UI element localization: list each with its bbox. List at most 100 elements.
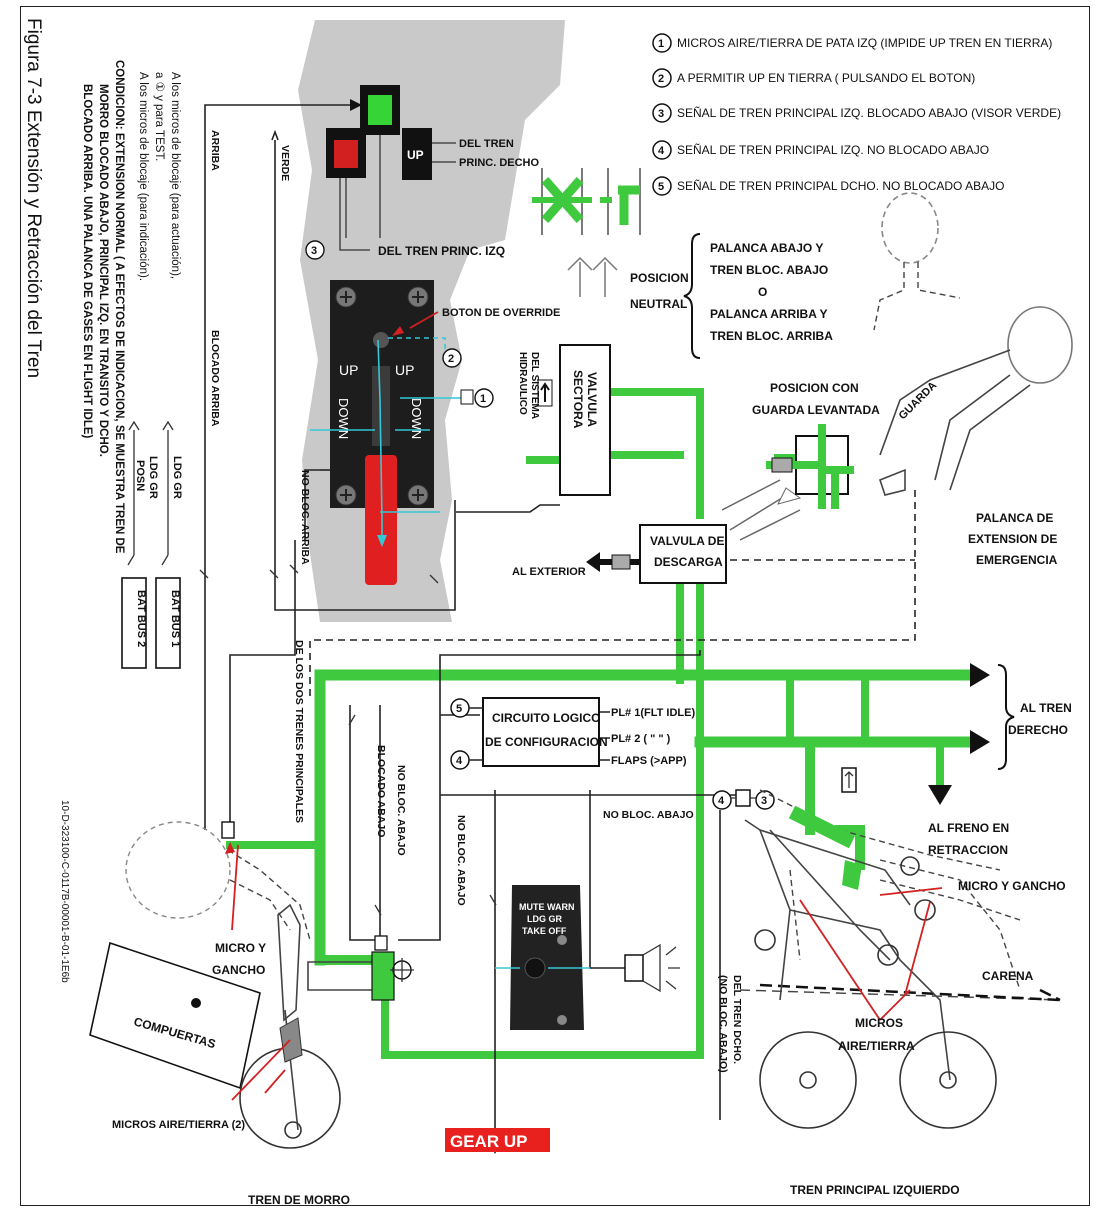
princ-decho-label: PRINC. DECHO [459, 157, 540, 169]
svg-text:3: 3 [761, 795, 767, 807]
valvula-descarga-label-2: DESCARGA [654, 555, 723, 569]
horn-icon [625, 955, 643, 981]
palanca-emerg-label-1: PALANCA DE [976, 511, 1053, 525]
valvula-descarga-label-1: VALVULA DE [650, 534, 724, 548]
svg-text:3: 3 [658, 108, 664, 120]
svg-text:4: 4 [658, 145, 665, 157]
notes-block: A los micros de blocaje (para actuación)… [59, 60, 181, 983]
legend-item-4: SEÑAL DE TREN PRINCIPAL IZQ. NO BLOCADO … [677, 143, 989, 157]
logic-box [483, 698, 599, 766]
legend-item-1: MICROS AIRE/TIERRA DE PATA IZQ (IMPIDE U… [677, 36, 1052, 50]
logic-label-2: DE CONFIGURACION [485, 735, 608, 749]
del-sistema-label-2: HIDRAULICO [517, 352, 528, 415]
valvula-sectora-label-2: SECTORA [571, 370, 585, 429]
lever-down-left: DOWN [336, 398, 351, 439]
valvula-sectora-label-1: VALVULA [585, 372, 599, 427]
guard-position-valve: POSICION CON GUARDA LEVANTADA [752, 381, 880, 505]
tren-principal-label: TREN PRINCIPAL IZQUIERDO [790, 1183, 960, 1197]
legend: 1 MICROS AIRE/TIERRA DE PATA IZQ (IMPIDE… [653, 34, 1061, 195]
neutral-cond-1: PALANCA ABAJO Y [710, 241, 823, 255]
logic-circuit: CIRCUITO LOGICO DE CONFIGURACION PL# 1(F… [451, 698, 695, 769]
svg-text:1: 1 [480, 393, 486, 405]
gear-up-label: GEAR UP [450, 1132, 527, 1151]
svg-text:2: 2 [658, 73, 664, 85]
bat-bus-1-label: BAT BUS 1 [169, 590, 181, 647]
label-de-los-dos-1: DE LOS DOS TRENES PRINCIPALES [293, 640, 305, 823]
red-unlocked-light [334, 140, 358, 168]
svg-text:5: 5 [456, 703, 462, 715]
note-condition-1: CONDICION: EXTENSION NORMAL ( A EFECTOS … [113, 60, 125, 554]
note-indication: A los micros de blocaje (para indicación… [137, 72, 149, 281]
figure-title-text: Figura 7-3 Extensión y Retracción del Tr… [23, 18, 44, 378]
label-no-bloc-abajo-h: NO BLOC. ABAJO [603, 809, 694, 821]
posicion-guarda-label-2: GUARDA LEVANTADA [752, 403, 880, 417]
label-blocado-abajo: BLOCADO ABAJO [375, 745, 387, 837]
label-del-tren-dcho-1: DEL TREN DCHO. [731, 975, 743, 1064]
up-indicator-label: UP [407, 148, 424, 162]
svg-text:1: 1 [658, 38, 664, 50]
al-freno-label-1: AL FRENO EN [928, 821, 1009, 835]
mute-warn-button [525, 958, 545, 978]
neutral-cond-5: TREN BLOC. ARRIBA [710, 329, 833, 343]
breaker-ldg-gr-posn-label-2: POSN [134, 460, 146, 491]
mute-label-3: TAKE OFF [522, 926, 567, 936]
label-del-tren-dcho-2: (NO BLOC. ABAJO) [717, 975, 729, 1073]
palanca-emerg-label-2: EXTENSION DE [968, 532, 1057, 546]
mute-label-2: LDG GR [527, 914, 562, 924]
logic-input-pl2: PL# 2 ( " " ) [611, 733, 671, 745]
carena-label: CARENA [982, 969, 1034, 983]
logic-input-pl1: PL# 1(FLT IDLE) [611, 707, 695, 719]
nose-actuator [372, 952, 394, 1000]
svg-text:5: 5 [658, 181, 664, 193]
gancho-label: GANCHO [212, 963, 265, 977]
boton-override-label: BOTON DE OVERRIDE [442, 307, 560, 319]
del-tren-label: DEL TREN [459, 138, 514, 150]
label-verde: VERDE [279, 145, 291, 181]
micro-gancho-label: MICRO Y GANCHO [958, 879, 1066, 893]
micro-y-label: MICRO Y [215, 941, 266, 955]
breaker-ldg-gr-posn-label-1: LDG GR [147, 456, 159, 499]
label-no-bloc-abajo-b: NO BLOC. ABAJO [455, 815, 467, 906]
del-sistema-label-1: DEL SISTEMA [529, 352, 540, 419]
override-button [373, 332, 389, 348]
logic-label-1: CIRCUITO LOGICO [492, 711, 600, 725]
neutral-cond-4: PALANCA ARRIBA Y [710, 307, 828, 321]
label-no-bloc-abajo-a: NO BLOC. ABAJO [395, 765, 407, 856]
label-no-bloc-arriba: NO BLOC. ARRIBA [299, 470, 311, 565]
figure-title: Figura 7-3 Extensión y Retracción del Tr… [23, 18, 44, 378]
neutral-cond-3: O [758, 285, 767, 299]
valvula-descarga: VALVULA DE DESCARGA AL EXTERIOR [512, 480, 800, 583]
valvula-sectora: VALVULA SECTORA DEL SISTEMA HIDRAULICO [517, 345, 610, 495]
legend-item-2: A PERMITIR UP EN TIERRA ( PULSANDO EL BO… [677, 71, 975, 85]
neutral-cond-2: TREN BLOC. ABAJO [710, 263, 828, 277]
right-side-labels: AL TREN DERECHO AL FRENO EN RETRACCION 4… [713, 665, 1072, 857]
circuit-breakers: LDG GR LDG GR POSN BAT BUS 1 BAT BUS 2 [122, 422, 183, 668]
mute-warn-panel: MUTE WARN LDG GR TAKE OFF GEAR UP [445, 885, 680, 1152]
note-actuation-2: a ① y para TEST. [153, 72, 165, 161]
guarda-label: GUARDA [897, 379, 940, 422]
svg-text:4: 4 [718, 795, 725, 807]
palanca-emerg-label-3: EMERGENCIA [976, 553, 1058, 567]
micros-label-2: AIRE/TIERRA [838, 1039, 915, 1053]
al-tren-label-2: DERECHO [1008, 723, 1068, 737]
al-tren-label-1: AL TREN [1020, 701, 1072, 715]
mute-label-1: MUTE WARN [519, 902, 575, 912]
valve-position-icons: POSICION NEUTRAL PALANCA ABAJO Y TREN BL… [532, 168, 833, 358]
al-freno-label-2: RETRACCION [928, 843, 1008, 857]
micros-aire-tierra-label: MICROS AIRE/TIERRA (2) [112, 1119, 245, 1131]
del-tren-princ-izq-label: DEL TREN PRINC. IZQ [378, 244, 505, 258]
legend-item-5: SEÑAL DE TREN PRINCIPAL DCHO. NO BLOCADO… [677, 179, 1004, 193]
posicion-guarda-label-1: POSICION CON [770, 381, 859, 395]
breaker-ldg-gr-label: LDG GR [171, 456, 183, 499]
legend-item-3: SEÑAL DE TREN PRINCIPAL IZQ. BLOCADO ABA… [677, 106, 1061, 120]
label-blocado-arriba: BLOCADO ARRIBA [209, 330, 221, 427]
bat-bus-2-label: BAT BUS 2 [135, 590, 147, 647]
micros-label-1: MICROS [855, 1016, 903, 1030]
logic-input-flaps: FLAPS (>APP) [611, 755, 687, 767]
label-arriba: ARRIBA [209, 130, 221, 171]
lever-up-left: UP [339, 362, 358, 378]
note-condition-3: BLOCADO ARRIBA. UNA PALANCA DE GASES EN … [81, 84, 93, 439]
tren-morro-label: TREN DE MORRO [248, 1193, 350, 1207]
al-exterior-label: AL EXTERIOR [512, 566, 586, 578]
